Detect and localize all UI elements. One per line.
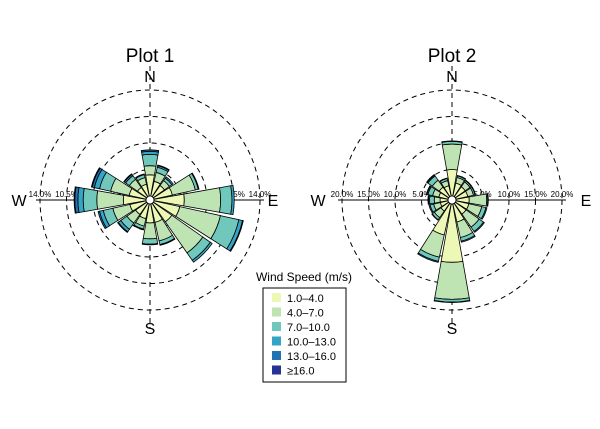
wedge-nw-bin-5 <box>123 173 133 183</box>
grid-ring <box>341 89 563 311</box>
ring-label: 10.5% <box>55 190 78 199</box>
wedge-e-bin-3 <box>219 185 233 215</box>
wedge-sw-bin-4 <box>431 213 439 221</box>
center-hole <box>447 195 457 205</box>
wedge-n-bin-4 <box>441 140 463 143</box>
legend-label: ≥16.0 <box>287 366 314 378</box>
wedge-wnw-bin-5 <box>425 185 431 195</box>
wedge-s-bin-3 <box>141 237 159 245</box>
wedge-n-bin-2 <box>441 143 463 171</box>
wedge-nnw-bin-4 <box>439 177 448 182</box>
wedge-e-bin-4 <box>486 193 489 207</box>
ring-label: 5.0% <box>412 190 430 199</box>
wedge-ene-bin-4 <box>471 186 477 196</box>
wedge-w-bin-3 <box>82 187 99 213</box>
legend-swatch <box>272 293 281 302</box>
ring-label: 10.0% <box>384 190 407 199</box>
wedge-ese-bin-4 <box>480 207 488 220</box>
legend-box <box>262 287 347 383</box>
wedge-wsw-bin-4 <box>428 204 434 214</box>
grid-ring <box>394 142 510 258</box>
ring-label: 10.0% <box>498 190 521 199</box>
legend-label: 13.0–16.0 <box>287 351 336 363</box>
ring-label: 15.0% <box>524 190 547 199</box>
ring-label: 14.0% <box>249 190 272 199</box>
compass-w: W <box>11 193 27 210</box>
plot-title: Plot 1 <box>126 46 175 67</box>
wedge-w-bin-4 <box>77 187 85 213</box>
legend-swatch <box>272 351 281 360</box>
wedge-s-bin-4 <box>433 300 471 303</box>
compass-e: E <box>268 193 279 210</box>
legend-label: 10.0–13.0 <box>287 337 336 349</box>
compass-e: E <box>581 193 592 210</box>
legend-label: 7.0–10.0 <box>287 322 330 334</box>
wedge-wsw-bin-5 <box>97 210 107 230</box>
ring-label: 20.0% <box>331 190 354 199</box>
wedge-se-bin-4 <box>473 221 485 233</box>
center-hole <box>145 195 155 205</box>
wedge-nw-bin-5 <box>426 174 436 184</box>
legend-label: 1.0–4.0 <box>287 293 324 305</box>
wedge-se-bin-4 <box>191 241 213 263</box>
wedge-ne-bin-4 <box>464 179 473 188</box>
wedge-ne-bin-4 <box>164 176 174 186</box>
legend-label: 4.0–7.0 <box>287 308 324 320</box>
legend: Wind Speed (m/s) 1.0–4.0 4.0–7.0 7.0–10.0 1… <box>256 270 352 383</box>
wedge-w-bin-3 <box>429 195 435 205</box>
wedge-sw-bin-5 <box>117 221 129 233</box>
wedge-wnw-bin-6 <box>90 167 101 188</box>
wedge-n-bin-5 <box>140 149 160 153</box>
wedge-ssw-bin-4 <box>133 224 145 231</box>
legend-swatch <box>272 365 281 375</box>
wedge-e-bin-4 <box>230 184 235 216</box>
compass-s: S <box>145 321 156 338</box>
plot-1: Plot 1 N S W E 3.5%3.5%7.0%7.0%10.5%10.5… <box>11 46 278 338</box>
ring-label: 14.0% <box>29 190 52 199</box>
wedge-w-bin-6 <box>73 186 77 214</box>
legend-swatch <box>272 307 281 317</box>
wedge-n-bin-2 <box>143 165 157 176</box>
wedge-nne-bin-4 <box>456 174 467 180</box>
wedge-nne-bin-5 <box>157 164 170 171</box>
legend-swatch <box>272 322 281 331</box>
plot-2: Plot 2 N S W E 5.0%5.0%10.0%10.0%15.0%15… <box>310 46 591 338</box>
wedge-s-bin-4 <box>141 242 159 246</box>
wedge-n-bin-3 <box>141 153 159 167</box>
compass-w: W <box>310 193 326 210</box>
ring-label: 20.0% <box>551 190 574 199</box>
wedge-ese-bin-5 <box>229 220 244 252</box>
wedge-w-bin-5 <box>427 195 430 205</box>
wedge-ssw-bin-4 <box>417 252 439 263</box>
wedge-s-bin-2 <box>142 222 158 240</box>
grid-ring <box>39 89 261 311</box>
wedge-sse-bin-4 <box>159 237 176 246</box>
wedge-sse-bin-4 <box>460 235 476 243</box>
ring-label: 15.0% <box>357 190 380 199</box>
wedge-ene-bin-4 <box>191 172 200 190</box>
wedge-nnw-bin-4 <box>135 173 145 179</box>
wedge-s-bin-2 <box>434 260 470 300</box>
legend-swatch <box>272 336 281 346</box>
wedge-w-bin-2 <box>433 196 441 204</box>
legend-title: Wind Speed (m/s) <box>256 270 352 284</box>
compass-s: S <box>447 321 458 338</box>
plot-title: Plot 2 <box>428 46 477 67</box>
